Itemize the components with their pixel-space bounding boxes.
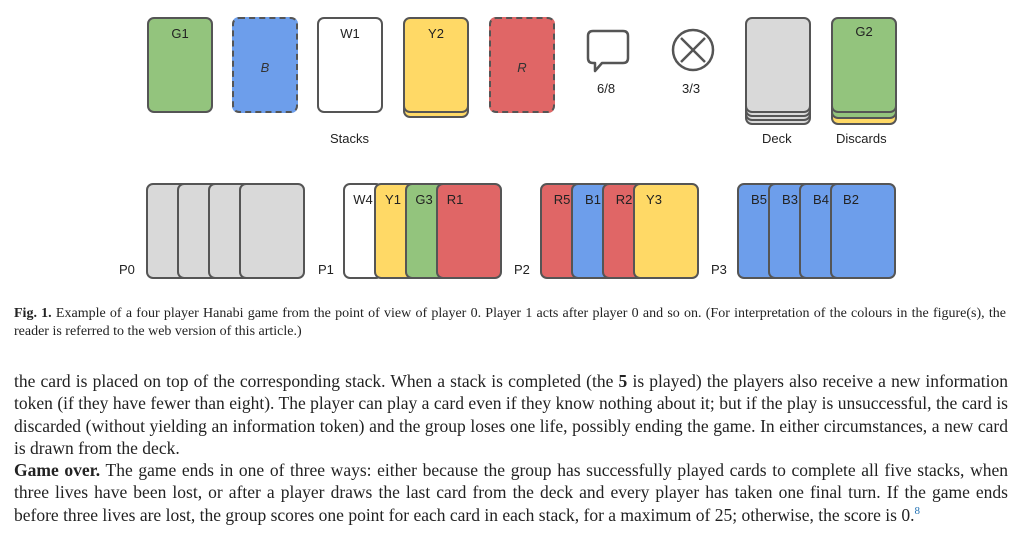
p3-card-4-label: B2	[843, 192, 859, 207]
p2-card-4: Y3	[633, 183, 699, 279]
body-text: the card is placed on top of the corresp…	[14, 370, 1008, 526]
stack-red-label: R	[517, 60, 527, 75]
p1-card-1-label: W4	[353, 192, 373, 207]
stack-white-label: W1	[340, 26, 360, 41]
para1-text-b: is played) the players also receive a ne…	[14, 371, 1008, 458]
para1-text-a: the card is placed on top of the corresp…	[14, 371, 619, 391]
p2-card-2-label: B1	[585, 192, 601, 207]
discards-label: Discards	[836, 131, 887, 146]
discard-top: G2	[831, 17, 897, 113]
p3-card-3-label: B4	[813, 192, 829, 207]
caption-text: Example of a four player Hanabi game fro…	[14, 306, 1006, 339]
player-p0-label: P0	[119, 262, 135, 277]
stack-red: R	[489, 17, 555, 113]
info-token-icon	[586, 29, 630, 73]
p2-card-3-label: R2	[615, 192, 633, 207]
p1-card-2-label: Y1	[385, 192, 401, 207]
p3-card-4: B2	[830, 183, 896, 279]
lives-icon	[671, 28, 715, 72]
paragraph-stack-completion: the card is placed on top of the corresp…	[14, 370, 1008, 459]
p3-card-2-label: B3	[782, 192, 798, 207]
caption-label: Fig. 1.	[14, 306, 52, 321]
game-over-heading: Game over.	[14, 460, 101, 481]
player-p3-label: P3	[711, 262, 727, 277]
stack-yellow: Y2	[403, 17, 469, 113]
stack-green: G1	[147, 17, 213, 113]
p3-card-1-label: B5	[751, 192, 767, 207]
hanabi-figure: G1 B W1 Y2 R Stacks 6/8 3/3 Deck G2 Disc…	[119, 17, 897, 279]
stack-blue: B	[232, 17, 298, 113]
info-tokens-count: 6/8	[597, 81, 616, 96]
para1-bold-five: 5	[618, 371, 628, 391]
stack-green-label: G1	[171, 26, 189, 41]
discard-top-label: G2	[855, 24, 873, 39]
paragraph-game-over: Game over. The game ends in one of three…	[14, 459, 1008, 526]
player-p2-label: P2	[514, 262, 530, 277]
stack-blue-label: B	[260, 60, 270, 75]
p1-card-3-label: G3	[415, 192, 433, 207]
p1-card-4-label: R1	[446, 192, 464, 207]
p0-card-4	[239, 183, 305, 279]
deck-label: Deck	[762, 131, 792, 146]
player-p1-label: P1	[318, 262, 334, 277]
p1-card-4: R1	[436, 183, 502, 279]
lives-count: 3/3	[682, 81, 701, 96]
deck-card-1	[745, 17, 811, 113]
game-over-text: The game ends in one of three ways: eith…	[14, 460, 1008, 525]
figure-caption: Fig. 1. Example of a four player Hanabi …	[14, 305, 1006, 341]
stacks-label: Stacks	[330, 131, 370, 146]
stack-yellow-label: Y2	[428, 26, 444, 41]
stack-white: W1	[317, 17, 383, 113]
p2-card-1-label: R5	[553, 192, 571, 207]
p2-card-4-label: Y3	[646, 192, 662, 207]
footnote-link[interactable]: 8	[914, 504, 920, 517]
